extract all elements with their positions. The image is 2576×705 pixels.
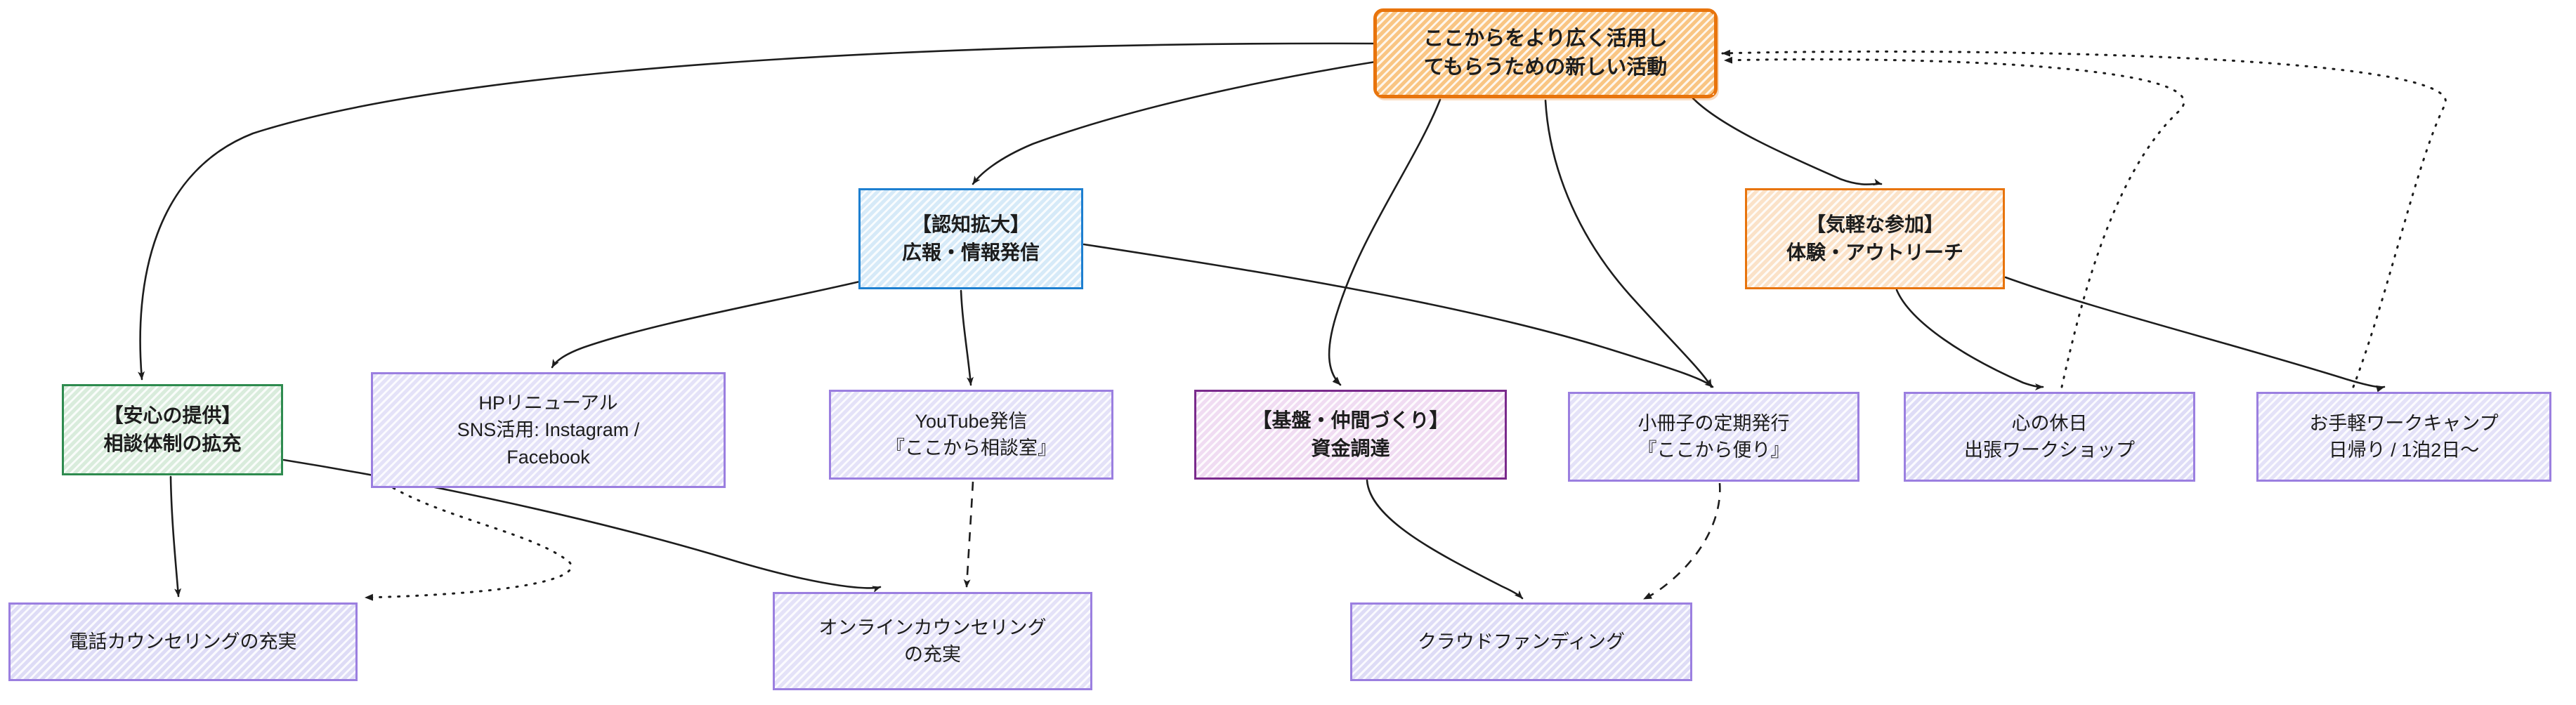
edge-shousasshi-cloud [1643, 482, 1721, 600]
node-phone-counseling[interactable]: 電話カウンセリングの充実 [8, 602, 358, 681]
edge-taiken-kokoro [1895, 289, 2044, 391]
edge-hp-denwa [364, 487, 573, 601]
node-kokoro-workshop[interactable]: 心の休日 出張ワークショップ [1904, 392, 2195, 482]
node-taiken-label: 【気軽な参加】 体験・アウトリーチ [1786, 213, 1963, 263]
node-work-camp[interactable]: お手軽ワークキャンプ 日帰り / 1泊2日〜 [2256, 392, 2551, 482]
node-youtube-label: YouTube発信 『ここから相談室』 [886, 410, 1057, 459]
edge-root-kiban [1328, 98, 1441, 386]
node-root[interactable]: ここからをより広く活用し てもらうための新しい活動 [1373, 8, 1718, 98]
node-taiken[interactable]: 【気軽な参加】 体験・アウトリーチ [1745, 188, 2005, 289]
edge-kiban-cloud [1366, 479, 1524, 600]
node-hp-renewal[interactable]: HPリニューアル SNS活用: Instagram / Facebook [371, 372, 726, 488]
node-shousasshi[interactable]: 小冊子の定期発行 『ここから便り』 [1568, 392, 1859, 482]
node-kokoro-workshop-label: 心の休日 出張ワークショップ [1964, 412, 2135, 461]
node-hp-renewal-label: HPリニューアル SNS活用: Instagram / Facebook [457, 393, 640, 468]
node-youtube[interactable]: YouTube発信 『ここから相談室』 [829, 390, 1113, 480]
node-online-counseling[interactable]: オンラインカウンセリング の充実 [773, 592, 1092, 690]
edge-root-taiken [1692, 97, 1883, 186]
node-kouhou[interactable]: 【認知拡大】 広報・情報発信 [858, 188, 1083, 289]
node-crowdfunding[interactable]: クラウドファンディング [1350, 602, 1692, 681]
edge-root-shousasshi [1544, 99, 1713, 388]
node-anshin-label: 【安心の提供】 相談体制の拡充 [103, 404, 242, 454]
edge-anshin-denwa [169, 475, 182, 598]
node-anshin[interactable]: 【安心の提供】 相談体制の拡充 [62, 384, 283, 475]
node-phone-counseling-label: 電話カウンセリングの充実 [69, 631, 297, 652]
edge-kouhou-shousasshi [1083, 243, 1714, 388]
node-kiban[interactable]: 【基盤・仲間づくり】 資金調達 [1194, 390, 1507, 480]
edge-root-kouhou [972, 60, 1377, 185]
node-online-counseling-label: オンラインカウンセリング の充実 [818, 617, 1047, 665]
node-kiban-label: 【基盤・仲間づくり】 資金調達 [1252, 409, 1449, 459]
edge-taiken-camp [2004, 276, 2386, 393]
edge-youtube-online [963, 481, 974, 588]
node-kouhou-label: 【認知拡大】 広報・情報発信 [901, 213, 1040, 263]
node-shousasshi-label: 小冊子の定期発行 『ここから便り』 [1637, 412, 1790, 461]
node-root-label: ここからをより広く活用し てもらうための新しい活動 [1423, 27, 1668, 79]
edge-root-anshin [138, 42, 1375, 381]
node-work-camp-label: お手軽ワークキャンプ 日帰り / 1泊2日〜 [2309, 412, 2499, 461]
edge-kouhou-hp [551, 279, 864, 369]
node-crowdfunding-label: クラウドファンディング [1417, 631, 1626, 652]
edge-kouhou-youtube [960, 289, 974, 386]
